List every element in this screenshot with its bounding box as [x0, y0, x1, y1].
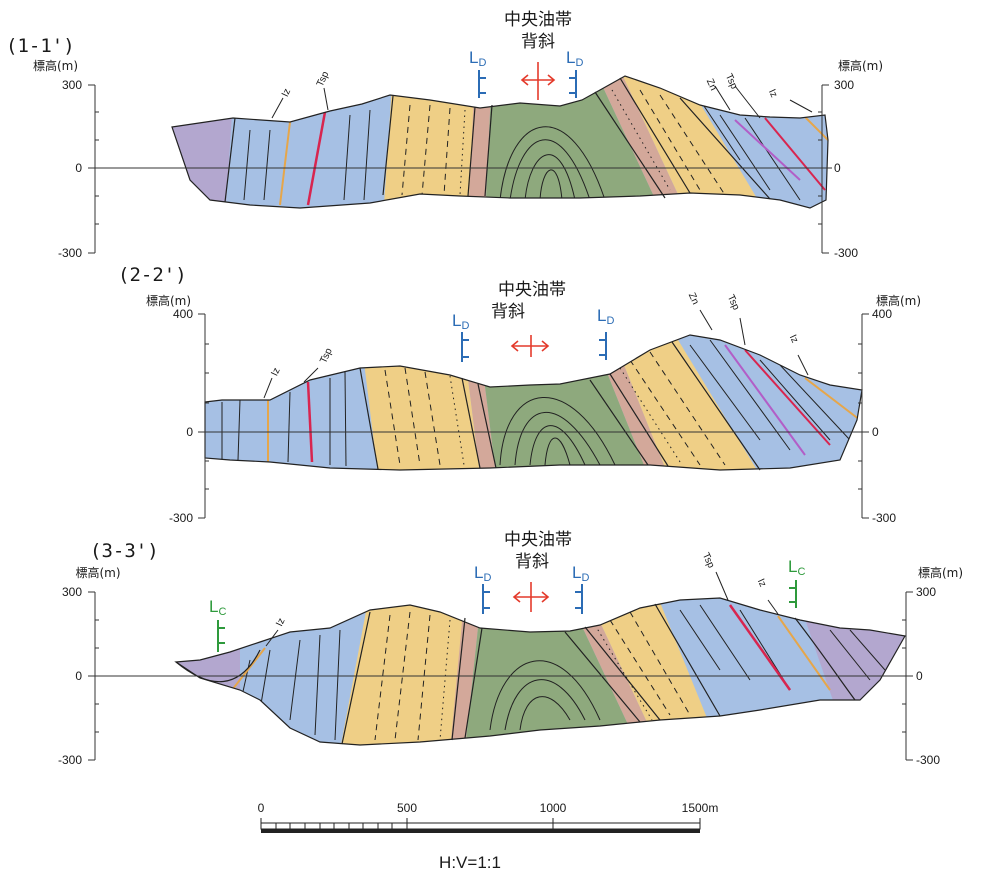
- marker-tsp: Tsp: [315, 69, 332, 88]
- tick-top-right: 300: [916, 585, 936, 599]
- strike-symbol-left-icon: LD: [474, 563, 491, 614]
- svg-text:LD: LD: [572, 563, 589, 584]
- anticline-arrow-icon: [512, 582, 550, 612]
- svg-text:LD: LD: [566, 48, 583, 69]
- svg-text:LD: LD: [469, 48, 486, 69]
- marker-tsp: Tsp: [318, 346, 335, 365]
- tick-zero: 0: [186, 425, 193, 439]
- strike-symbol-right-icon: LD: [572, 563, 589, 614]
- elevation-axis-title-right: 標高(m): [838, 58, 883, 73]
- elevation-axis-title-right: 標高(m): [918, 565, 963, 580]
- scale-tick-0: 0: [258, 801, 265, 815]
- strike-symbol-left-icon: LD: [469, 48, 486, 98]
- scale-tick-1000: 1000: [540, 801, 567, 815]
- marker-tsp-right: Tsp: [725, 293, 742, 312]
- scale-ratio: H:V=1:1: [439, 853, 501, 872]
- tick-zero: 0: [75, 161, 82, 175]
- section-label: (1-1'): [6, 35, 75, 57]
- section-3-3: (3-3') 標高(m) 標高(m) 300 0 -300 300 0 -300…: [58, 530, 963, 767]
- tick-top: 300: [62, 78, 82, 92]
- anticline-name: 中央油帯: [498, 280, 566, 300]
- tick-top-right: 300: [834, 78, 854, 92]
- svg-text:LC: LC: [788, 557, 805, 578]
- tick-bottom: -300: [58, 753, 82, 767]
- strike-symbol-left-icon: LD: [452, 311, 469, 362]
- tick-bottom-right: -300: [916, 753, 940, 767]
- marker-iz: Iz: [269, 366, 282, 378]
- marker-tsp: Tsp: [700, 551, 717, 570]
- strike-symbol-right-green-icon: LC: [788, 557, 805, 608]
- svg-text:LC: LC: [209, 597, 226, 618]
- tick-bottom: -300: [169, 511, 193, 525]
- scale-tick-500: 500: [397, 801, 417, 815]
- anticline-name: 中央油帯: [504, 530, 572, 550]
- tick-top: 300: [62, 585, 82, 599]
- marker-zn: Zn: [686, 291, 701, 306]
- strike-symbol-left-green-icon: LC: [209, 597, 226, 652]
- section-label: (3-3'): [90, 540, 159, 562]
- anticline-word: 背斜: [515, 552, 549, 572]
- tick-bottom-right: -300: [834, 246, 858, 260]
- marker-iz-right: Iz: [766, 88, 779, 100]
- marker-iz-right: Iz: [755, 577, 768, 589]
- tick-bottom-right: -300: [872, 511, 896, 525]
- elevation-axis-title-right: 標高(m): [876, 293, 921, 308]
- tick-bottom: -300: [58, 246, 82, 260]
- elevation-axis-title: 標高(m): [146, 293, 191, 308]
- marker-arrows: [271, 85, 813, 119]
- strike-symbol-right-icon: LD: [566, 48, 583, 98]
- tick-zero-right: 0: [834, 161, 841, 175]
- anticline-word: 背斜: [491, 302, 525, 322]
- svg-text:LD: LD: [474, 563, 491, 584]
- section-2-2: (2-2') 標高(m) 標高(m) 400 0 -300 400 0 -300…: [118, 264, 921, 525]
- tick-top: 400: [173, 307, 193, 321]
- svg-text:LD: LD: [452, 311, 469, 332]
- tick-top-right: 400: [872, 307, 892, 321]
- anticline-arrow-icon: [510, 335, 550, 357]
- tick-zero-right: 0: [916, 669, 923, 683]
- anticline-word: 背斜: [521, 32, 555, 52]
- marker-zn: Zn: [704, 77, 719, 92]
- marker-iz: Iz: [274, 617, 287, 629]
- tick-zero-right: 0: [872, 425, 879, 439]
- tick-zero: 0: [75, 669, 82, 683]
- section-1-1: (1-1') 標高(m) 標高(m) 300 0 -300 300 0 -300…: [6, 10, 883, 260]
- scale-bar: 0 500 1000 1500m H:V=1:1: [258, 801, 719, 872]
- anticline-name: 中央油帯: [504, 10, 572, 30]
- section-label: (2-2'): [118, 264, 187, 286]
- anticline-arrow-icon: [520, 62, 556, 100]
- marker-iz: Iz: [280, 87, 293, 99]
- elevation-axis-title: 標高(m): [33, 58, 78, 73]
- strike-symbol-right-icon: LD: [597, 306, 614, 360]
- scale-tick-1500: 1500m: [682, 801, 719, 815]
- marker-iz-right: Iz: [787, 333, 800, 345]
- marker-arrows: [265, 571, 779, 647]
- marker-arrows: [263, 309, 809, 399]
- svg-text:LD: LD: [597, 306, 614, 327]
- elevation-axis-title: 標高(m): [75, 565, 120, 580]
